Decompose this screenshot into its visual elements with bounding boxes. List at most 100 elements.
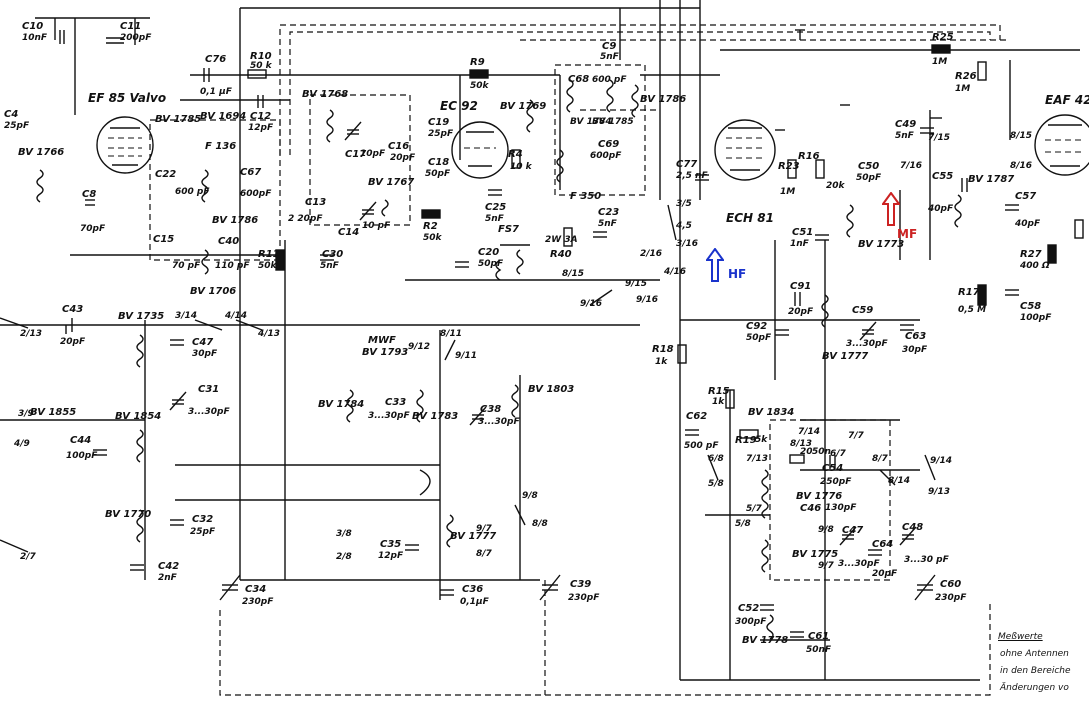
- transformer-fs7: [419, 244, 530, 496]
- switch-label: 7/13: [746, 454, 769, 464]
- label-r19-value: 5k: [755, 435, 768, 445]
- switch-label: 4,5: [676, 221, 692, 231]
- label-bv1776: BV 1776: [796, 491, 843, 502]
- label-bv1803: BV 1803: [528, 384, 575, 395]
- label-c38: C38: [480, 404, 502, 415]
- label-c17-value: 10pF: [360, 149, 386, 159]
- switch-label: 9/15: [625, 279, 648, 289]
- label-c59: C59: [852, 305, 874, 316]
- label-c55-value: 40pF: [928, 204, 954, 214]
- label-c57: C57: [1015, 191, 1037, 202]
- label-c34: C34: [245, 584, 267, 595]
- label-bv1770: BV 1770: [105, 509, 152, 520]
- label-c77-value: 2,5 nF: [676, 171, 708, 181]
- label-c16-value: 20pF: [390, 153, 416, 163]
- label-c18-value: 50pF: [425, 169, 451, 179]
- switch-label: 8/8: [532, 519, 548, 529]
- label-bv1785: BV 1785: [155, 114, 202, 125]
- label-r20: 20: [800, 447, 813, 457]
- tube-ec92-label: EC 92: [440, 99, 478, 113]
- label-bv1785b: BV 1785: [592, 117, 634, 127]
- label-r26: R26: [955, 71, 977, 82]
- mf-arrow-icon: [881, 191, 901, 226]
- grounds: [775, 29, 942, 131]
- coils: [36, 79, 962, 640]
- label-c10: C10: [22, 21, 44, 32]
- label-bv1777b: BV 1777: [450, 531, 497, 542]
- label-r18-value: 1k: [655, 357, 668, 367]
- label-c23: C23: [598, 207, 620, 218]
- switch-label: 2/13: [20, 329, 43, 339]
- label-c10-value: 10nF: [22, 33, 48, 43]
- label-bv1778: BV 1778: [742, 635, 789, 646]
- label-c47b: C47: [842, 525, 864, 536]
- label-c11-value: 200pF: [120, 33, 152, 43]
- label-c48-value: 3...30 pF: [904, 555, 949, 565]
- label-bv1787: BV 1787: [968, 174, 1015, 185]
- variable-capacitors: [169, 121, 936, 601]
- switch-label: 9/11: [455, 351, 478, 361]
- label-c14: C14: [338, 227, 360, 238]
- notes-line-2: in den Bereiche: [1000, 666, 1071, 676]
- label-c18: C18: [428, 157, 450, 168]
- label-c91-value: 20pF: [788, 307, 814, 317]
- tube-eaf42: [1034, 114, 1089, 176]
- label-c40-value: 110 pF: [215, 261, 250, 271]
- switch-label: 9/13: [928, 487, 951, 497]
- label-bv1784b: BV 1784: [318, 399, 365, 410]
- label-c42-value: 2nF: [158, 573, 177, 583]
- label-c30: C30: [322, 249, 344, 260]
- label-c4-value: 25pF: [4, 121, 30, 131]
- label-c9: C9: [602, 41, 617, 52]
- label-bv1786a: BV 1786: [212, 215, 259, 226]
- label-c55: C55: [932, 171, 954, 182]
- label-c68-value: 600 pF: [592, 75, 627, 85]
- switch-label: 2/16: [640, 249, 663, 259]
- label-c63-value: 30pF: [902, 345, 928, 355]
- label-c48: C48: [902, 522, 924, 533]
- label-c69: C69: [598, 139, 620, 150]
- label-c59-value: 3...30pF: [846, 339, 888, 349]
- label-c13-value: 2 20pF: [288, 214, 323, 224]
- label-r10-value: 50 k: [250, 61, 272, 71]
- shield-lines: [219, 24, 1010, 696]
- label-r27: R27: [1020, 249, 1042, 260]
- label-c43-value: 20pF: [60, 337, 86, 347]
- label-sn: 50n: [812, 447, 831, 457]
- filter-boxes: [149, 64, 891, 581]
- label-c76: C76: [205, 54, 227, 65]
- label-c20-value: 50pF: [478, 259, 504, 269]
- label-c25-value: 5nF: [485, 214, 504, 224]
- switch-label: 8/7: [476, 549, 492, 559]
- switch-label: 2/7: [20, 552, 36, 562]
- switch-label: 3/5: [676, 199, 692, 209]
- label-bv1775: BV 1775: [792, 549, 839, 560]
- label-r15-value: 1k: [712, 397, 725, 407]
- switch-label: 5/8: [708, 479, 724, 489]
- bus-lines: [0, 49, 1080, 681]
- label-c16: C16: [388, 141, 410, 152]
- label-c63: C63: [905, 331, 927, 342]
- label-c15: C15: [153, 234, 175, 245]
- label-c35: C35: [380, 539, 402, 550]
- label-r40-value: 2W 3A: [545, 235, 578, 245]
- switch-label: 9/7: [476, 524, 492, 534]
- tube-ec92: [451, 121, 509, 179]
- mf-label: MF: [897, 227, 918, 241]
- label-c76-value: 0,1 µF: [200, 87, 232, 97]
- label-fs7: FS7: [498, 224, 519, 235]
- label-c67: C67: [240, 167, 262, 178]
- label-c92-value: 50pF: [746, 333, 772, 343]
- label-c33-value: 3...30pF: [368, 411, 410, 421]
- switch-label: 6/7: [830, 449, 846, 459]
- label-r10: R10: [250, 51, 272, 62]
- label-c50: C50: [858, 161, 880, 172]
- label-c69-value: 600pF: [590, 151, 622, 161]
- label-r25: R25: [932, 32, 954, 43]
- notes-line-1: ohne Antennen: [1000, 649, 1069, 659]
- label-c67-value: 600pF: [240, 189, 272, 199]
- switch-label: 5/7: [746, 504, 762, 514]
- label-r2-value: 50k: [423, 233, 442, 243]
- label-c32: C32: [192, 514, 214, 525]
- label-c38-value: 3...30pF: [478, 417, 520, 427]
